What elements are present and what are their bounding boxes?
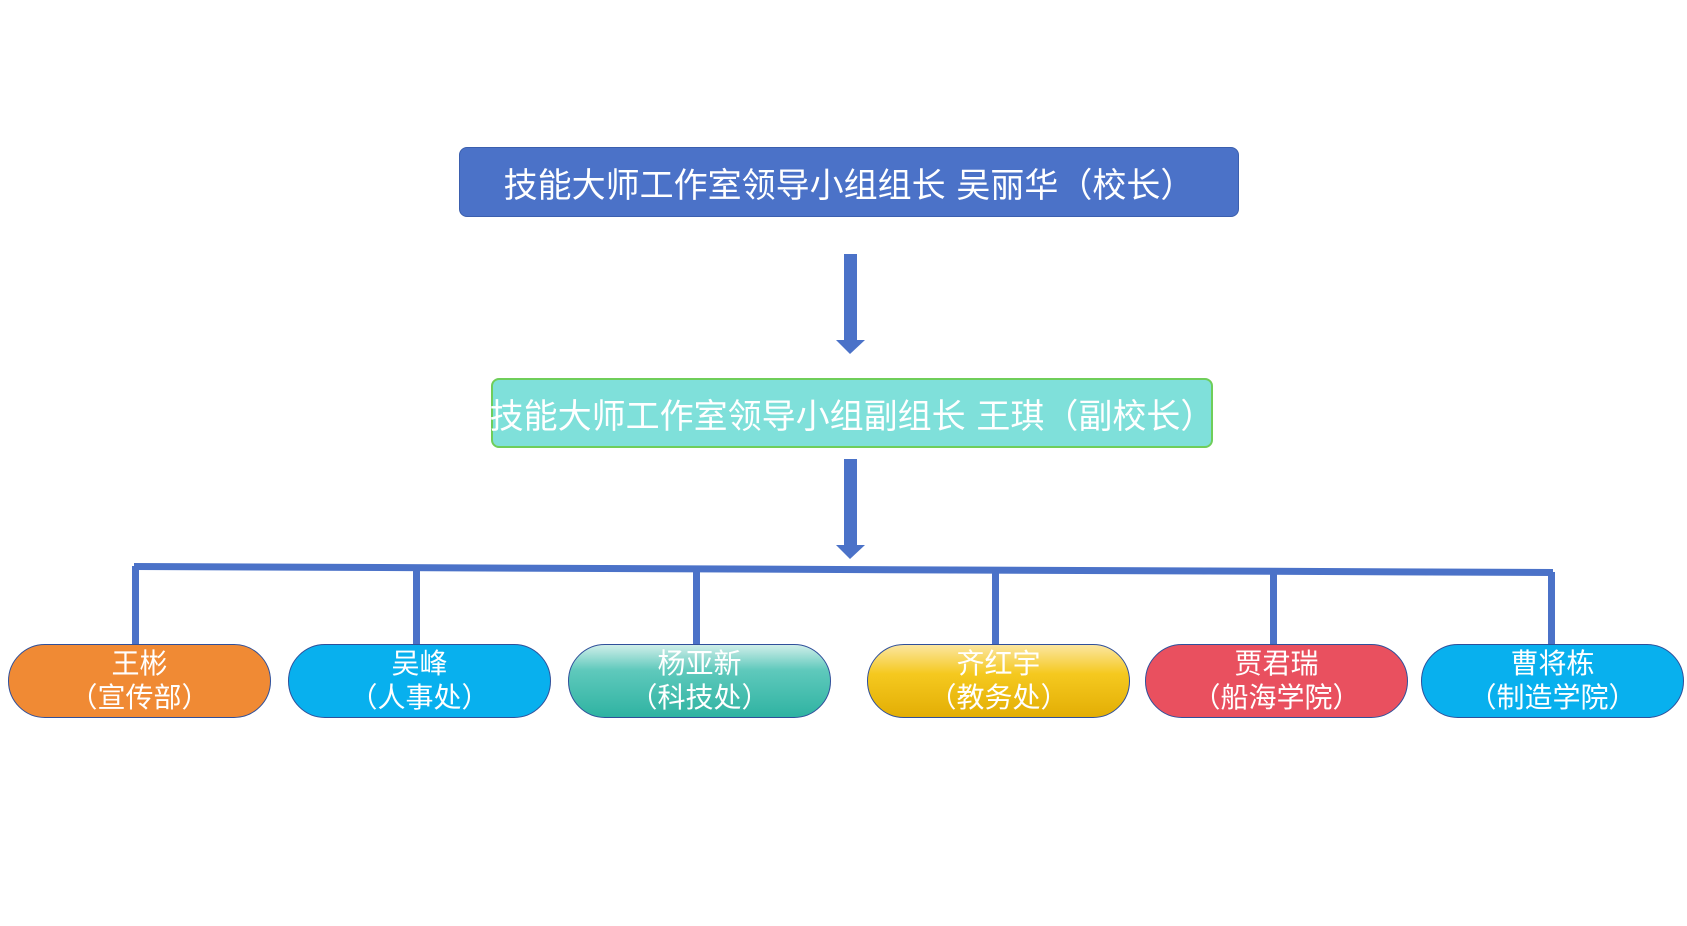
member-box: 贾君瑞 （船海学院） xyxy=(1145,644,1408,718)
arrow-head-mid xyxy=(836,545,865,559)
member-name: 贾君瑞 xyxy=(1234,647,1319,680)
deputy-leader-text: 技能大师工作室领导小组副组长 王琪（副校长） xyxy=(489,396,1215,437)
arrow-head-top xyxy=(836,340,865,354)
drop-line xyxy=(1548,572,1555,646)
bus-line xyxy=(134,563,1553,576)
member-department: （制造学院） xyxy=(1468,681,1637,714)
drop-line xyxy=(693,568,700,646)
member-department: （科技处） xyxy=(629,681,770,714)
drop-line xyxy=(992,570,999,646)
drop-line xyxy=(1270,571,1277,646)
member-name: 齐红宇 xyxy=(956,647,1041,680)
member-name: 曹将栋 xyxy=(1510,647,1595,680)
leader-text: 技能大师工作室领导小组组长 吴丽华（校长） xyxy=(503,165,1195,206)
member-box: 吴峰 （人事处） xyxy=(288,644,551,718)
member-name: 杨亚新 xyxy=(657,647,742,680)
deputy-leader-box: 技能大师工作室领导小组副组长 王琪（副校长） xyxy=(489,378,1215,448)
arrow-shaft-top xyxy=(844,254,857,342)
member-box: 曹将栋 （制造学院） xyxy=(1421,644,1684,718)
member-name: 王彬 xyxy=(111,647,168,680)
member-department: （宣传部） xyxy=(69,681,210,714)
drop-line xyxy=(413,567,420,646)
member-name: 吴峰 xyxy=(391,647,448,680)
leader-box: 技能大师工作室领导小组组长 吴丽华（校长） xyxy=(459,147,1239,217)
member-box: 杨亚新 （科技处） xyxy=(568,644,831,718)
member-department: （船海学院） xyxy=(1192,681,1361,714)
member-box: 齐红宇 （教务处） xyxy=(867,644,1130,718)
member-department: （教务处） xyxy=(928,681,1069,714)
member-box: 王彬 （宣传部） xyxy=(8,644,271,718)
drop-line xyxy=(132,566,139,646)
arrow-shaft-mid xyxy=(844,459,857,547)
member-department: （人事处） xyxy=(349,681,490,714)
